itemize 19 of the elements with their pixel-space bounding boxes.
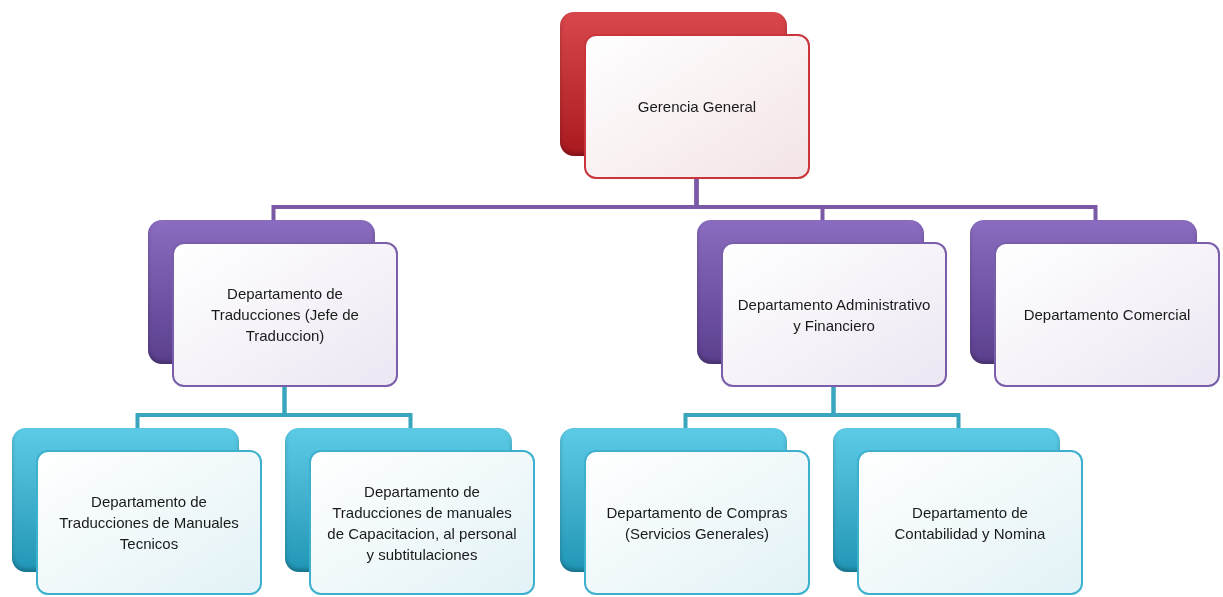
org-chart-box [833, 428, 1083, 595]
org-chart-box [285, 428, 535, 595]
box-label: Gerencia General [637, 97, 757, 117]
box-label: Departamento de Traducciones (Jefe de Traduccion) [210, 284, 360, 346]
org-chart-box [560, 12, 810, 179]
connector-line [831, 387, 961, 428]
connector-line [282, 387, 413, 428]
org-chart-box [970, 220, 1220, 387]
box-label: Departamento Comercial [1023, 305, 1191, 325]
box-label: Departamento de Compras (Servicios Generales) [605, 502, 789, 544]
connector-line [694, 179, 1098, 220]
org-chart-box [560, 428, 810, 595]
org-chart-box [148, 220, 398, 387]
box-label: Departamento de Traducciones de Manuales Tecnicos [58, 492, 240, 554]
box-label: Departamento Administrativo y Financiero [736, 294, 932, 336]
org-chart-box [12, 428, 262, 595]
org-chart-box [697, 220, 947, 387]
box-label: Departamento de Contabilidad y Nomina [893, 502, 1047, 544]
box-label: Departamento de Traducciones de manuales de Capacitacion, al personal y subtitulaciones [326, 481, 518, 565]
